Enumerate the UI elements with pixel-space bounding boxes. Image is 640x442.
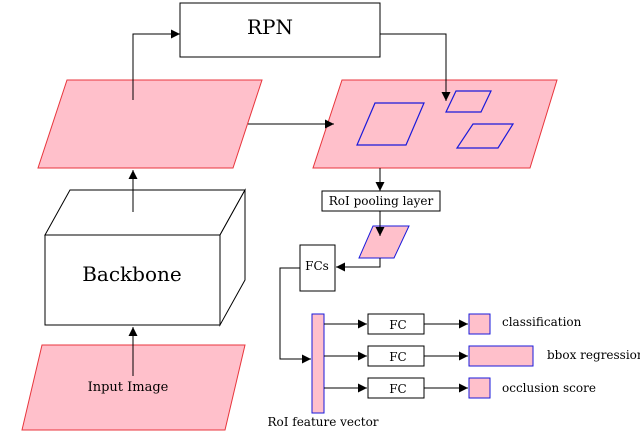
proposal-feature-map-shape xyxy=(312,79,558,169)
input-image-shape xyxy=(21,344,246,431)
backbone-block xyxy=(44,188,246,327)
roi-proposal-wide xyxy=(455,123,515,149)
input-image-label: Input Image xyxy=(88,380,169,395)
classification-output xyxy=(468,313,491,335)
roi-pooling-layer-box xyxy=(321,190,441,212)
fc-label-classification: FC xyxy=(389,318,407,332)
fcs-label: FCs xyxy=(305,259,329,273)
pooled-roi-shape xyxy=(358,225,410,259)
feature-map-shape xyxy=(37,79,263,169)
arrow-pooled-to-fcs xyxy=(336,258,381,272)
classification-label: classification xyxy=(502,315,582,329)
fc-label-occlusion: FC xyxy=(389,382,407,396)
roi-proposal-small xyxy=(445,90,492,113)
connector-arrows xyxy=(128,29,468,393)
fc-label-bbox: FC xyxy=(389,350,407,364)
arrow-fcs-to-feature-vector xyxy=(279,267,311,364)
occlusion-score-label: occlusion score xyxy=(502,381,596,395)
roi-feature-vector-bar xyxy=(311,313,325,414)
roi-feature-vector-label: RoI feature vector xyxy=(267,415,378,429)
bbox-regression-label: bbox regression xyxy=(547,348,640,362)
occlusion-score-output xyxy=(468,377,491,399)
arrow-feature-map-to-rpn xyxy=(132,29,180,100)
rpn-label: RPN xyxy=(247,15,293,39)
backbone-front-face xyxy=(44,234,221,326)
arrow-rpn-to-proposals xyxy=(380,33,451,101)
backbone-label: Backbone xyxy=(82,262,182,286)
rpn-box xyxy=(179,2,381,58)
roi-proposal-large xyxy=(356,102,425,146)
backbone-top-face xyxy=(44,189,246,236)
bbox-regression-output xyxy=(468,345,534,367)
roi-pooling-layer-label: RoI pooling layer xyxy=(329,194,434,208)
